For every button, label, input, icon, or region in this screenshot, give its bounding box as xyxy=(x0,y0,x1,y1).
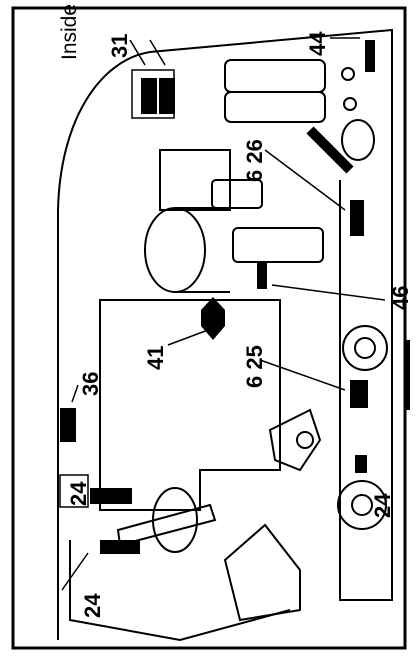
callout-24-right: 24 xyxy=(370,493,395,518)
decal-46 xyxy=(257,263,267,289)
decal-24-top xyxy=(90,488,132,504)
leader-46 xyxy=(271,284,386,301)
exhaust-pipe xyxy=(306,126,354,174)
filter-canister-2 xyxy=(224,91,326,123)
leader-41 xyxy=(167,329,209,346)
fuel-filter xyxy=(232,227,324,263)
callout-24-top: 24 xyxy=(66,481,91,506)
alternator-pulley xyxy=(296,431,314,449)
callout-41: 41 xyxy=(143,346,168,370)
round-gauge-inner xyxy=(354,337,376,359)
decal-625 xyxy=(350,380,368,408)
fitting-2 xyxy=(343,97,357,111)
decal-24-left xyxy=(100,540,140,554)
callout-36: 36 xyxy=(78,372,103,396)
filter-canister-1 xyxy=(224,59,326,93)
decal-36 xyxy=(60,408,76,442)
engine-block xyxy=(99,299,281,511)
round-gauge xyxy=(342,325,388,371)
radiator-frame xyxy=(69,540,291,642)
bottom-bracket xyxy=(223,523,301,622)
engine-head xyxy=(159,149,231,211)
leader-31b xyxy=(149,39,166,66)
leader-36 xyxy=(71,384,79,403)
round-plate xyxy=(337,480,387,530)
fan-hub xyxy=(152,487,198,553)
callout-44: 44 xyxy=(305,31,330,56)
diagram-title: Inside Eng xyxy=(58,0,81,60)
callout-31: 31 xyxy=(107,34,132,58)
round-plate-inner xyxy=(351,494,373,516)
fitting-1 xyxy=(341,67,355,81)
leader-626 xyxy=(264,149,346,211)
decal-24-right xyxy=(355,455,367,473)
decal-24-top-outline xyxy=(59,474,89,508)
leader-625 xyxy=(259,359,346,391)
outer-border xyxy=(11,6,407,650)
air-cleaner-body xyxy=(175,207,230,293)
frame-rail xyxy=(339,30,393,601)
alternator-plate xyxy=(268,408,322,472)
callout-626: 6 26 xyxy=(242,139,267,182)
decal-31-b xyxy=(159,78,175,114)
leader-24-left xyxy=(61,552,89,591)
leader-31a xyxy=(129,39,146,66)
decal-626 xyxy=(350,200,364,236)
decal-41 xyxy=(201,297,225,340)
callout-24-left: 24 xyxy=(80,593,105,618)
edge-tab xyxy=(404,340,410,410)
callout-46: 46 xyxy=(388,286,413,310)
exhaust-flange xyxy=(341,119,375,161)
callout-625: 6 25 xyxy=(242,345,267,388)
oil-filter xyxy=(211,179,263,209)
decal-31-a xyxy=(141,78,157,114)
decal-44 xyxy=(365,40,375,72)
air-cleaner-end xyxy=(144,207,206,293)
